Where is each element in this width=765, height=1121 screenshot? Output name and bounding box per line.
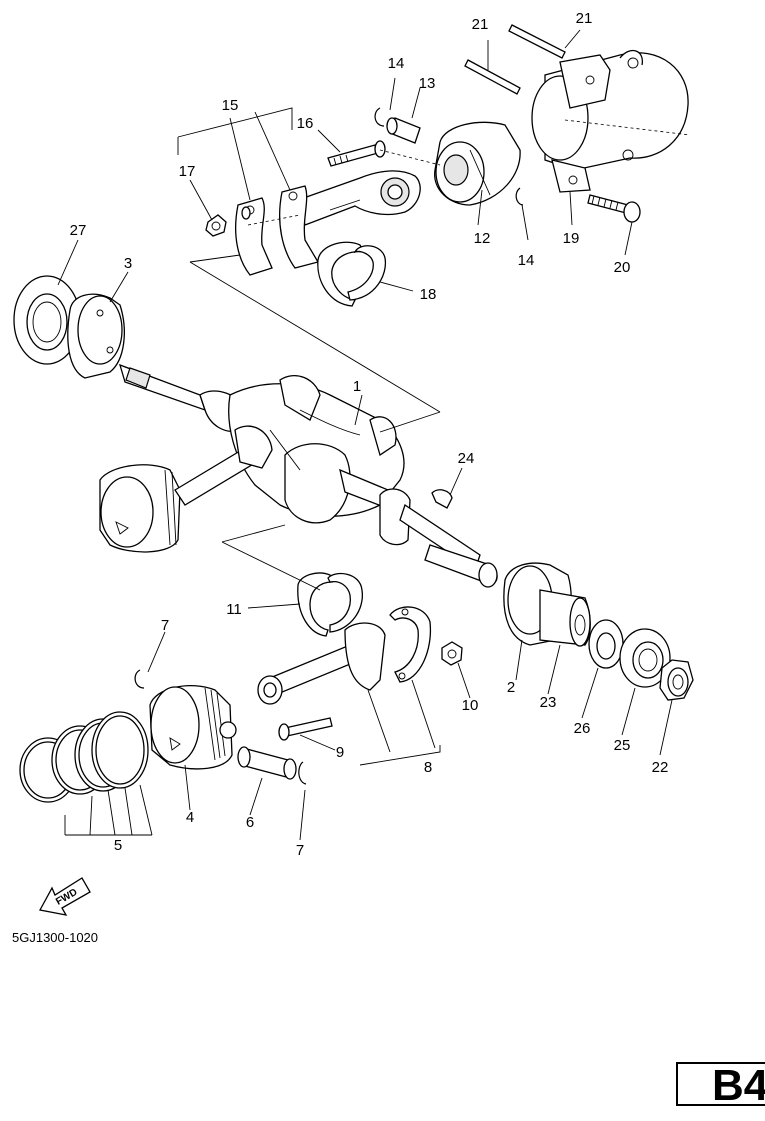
callout-3: 3 — [124, 255, 132, 272]
callout-1: 1 — [353, 378, 361, 395]
pin-21-right — [508, 24, 566, 59]
page-badge: B4 — [676, 1061, 765, 1110]
pin-6 — [237, 746, 297, 780]
oil-seal-27 — [13, 275, 81, 365]
callout-11: 11 — [226, 601, 242, 618]
callout-7-bottom: 7 — [296, 842, 304, 859]
callout-8: 8 — [424, 759, 432, 776]
callout-23: 23 — [540, 694, 557, 711]
callout-7-top: 7 — [161, 617, 169, 634]
part-25 — [619, 628, 671, 688]
callout-6: 6 — [246, 814, 254, 831]
callout-26: 26 — [574, 720, 591, 737]
connecting-rod-8 — [257, 606, 432, 705]
leader-lines — [57, 29, 673, 841]
callout-4: 4 — [186, 809, 194, 826]
callout-13: 13 — [419, 75, 436, 92]
clip-7 — [134, 669, 307, 785]
pin-13 — [386, 117, 421, 144]
piston-connecting-rod-assembly — [99, 425, 273, 553]
callout-20: 20 — [614, 259, 631, 276]
callout-14-bottom: 14 — [518, 252, 535, 269]
callout-9: 9 — [336, 744, 344, 761]
callout-18: 18 — [420, 286, 437, 303]
callout-24: 24 — [458, 450, 475, 467]
callout-14-top: 14 — [388, 55, 405, 72]
clip-14 — [374, 107, 524, 206]
callout-27: 27 — [70, 222, 87, 239]
callout-5: 5 — [114, 837, 122, 854]
callout-21-right: 21 — [576, 10, 593, 27]
piston-12 — [434, 121, 521, 206]
callout-15: 15 — [222, 97, 239, 114]
nut-22 — [659, 659, 694, 701]
part-23 — [539, 589, 591, 647]
bearing-3 — [67, 293, 125, 379]
callout-12: 12 — [474, 230, 491, 247]
callout-25: 25 — [614, 737, 631, 754]
bearing-18 — [317, 241, 387, 307]
callout-2: 2 — [507, 679, 515, 696]
bolt-20 — [587, 194, 641, 223]
piston-4 — [149, 685, 237, 770]
bearing-11 — [297, 572, 364, 637]
cap-15 — [235, 185, 319, 276]
key-24 — [431, 489, 453, 509]
page-badge-label: B4 — [712, 1061, 765, 1110]
callout-19: 19 — [563, 230, 580, 247]
piston-rings-5 — [19, 711, 149, 803]
balancer-housing — [531, 49, 691, 193]
nut-10 — [441, 641, 463, 666]
balancer-rod — [297, 170, 421, 226]
pin-21-left — [464, 59, 521, 95]
callout-22: 22 — [652, 759, 669, 776]
nut-17 — [205, 206, 251, 237]
fwd-arrow-icon: FWD — [39, 877, 91, 916]
callout-17: 17 — [179, 163, 196, 180]
bolt-9 — [278, 717, 333, 741]
bolt-16 — [327, 140, 386, 167]
diagram-code: 5GJ1300-1020 — [12, 930, 99, 945]
dashed-guides — [189, 149, 441, 591]
callout-16: 16 — [297, 115, 314, 132]
part-26 — [588, 619, 624, 669]
callout-10: 10 — [462, 697, 479, 714]
crankshaft-1 — [119, 363, 498, 588]
callout-21-left: 21 — [472, 16, 489, 33]
